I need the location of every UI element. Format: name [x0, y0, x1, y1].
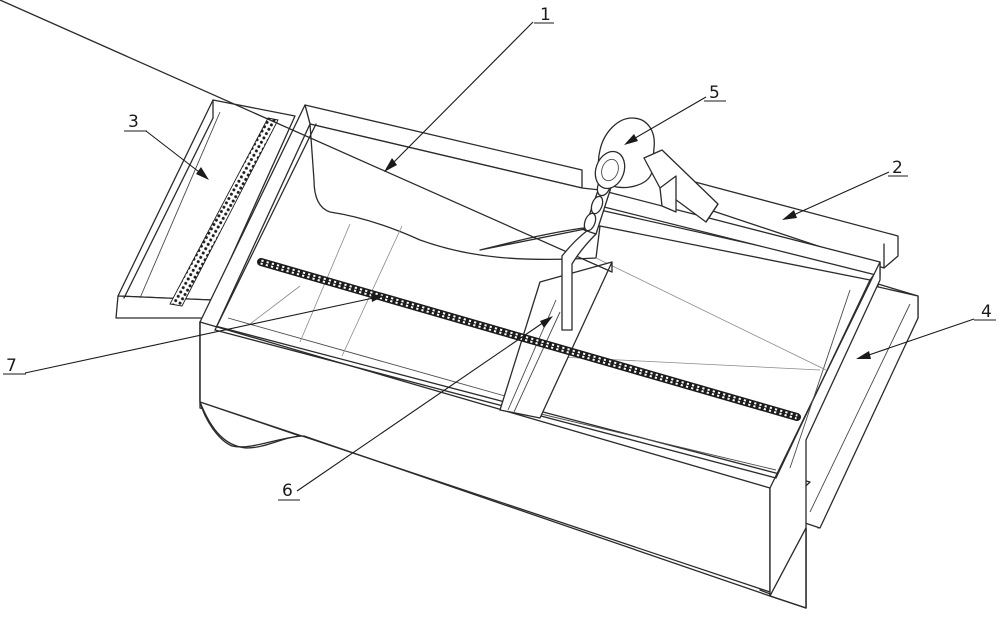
callout-labels: 1 2 3 4 5 6 7: [3, 5, 996, 501]
callout-2: 2: [892, 158, 903, 178]
callout-7: 7: [6, 356, 17, 376]
callout-leaders: [24, 21, 975, 492]
callout-1: 1: [540, 5, 551, 25]
callout-4: 4: [981, 302, 992, 322]
callout-6: 6: [282, 481, 293, 501]
divider-plate: [0, 0, 613, 419]
callout-3: 3: [128, 112, 139, 132]
inlet-chute: [115, 99, 296, 319]
screw-rod: [257, 258, 801, 421]
callout-5: 5: [709, 83, 720, 103]
screen-mesh: [169, 117, 279, 307]
